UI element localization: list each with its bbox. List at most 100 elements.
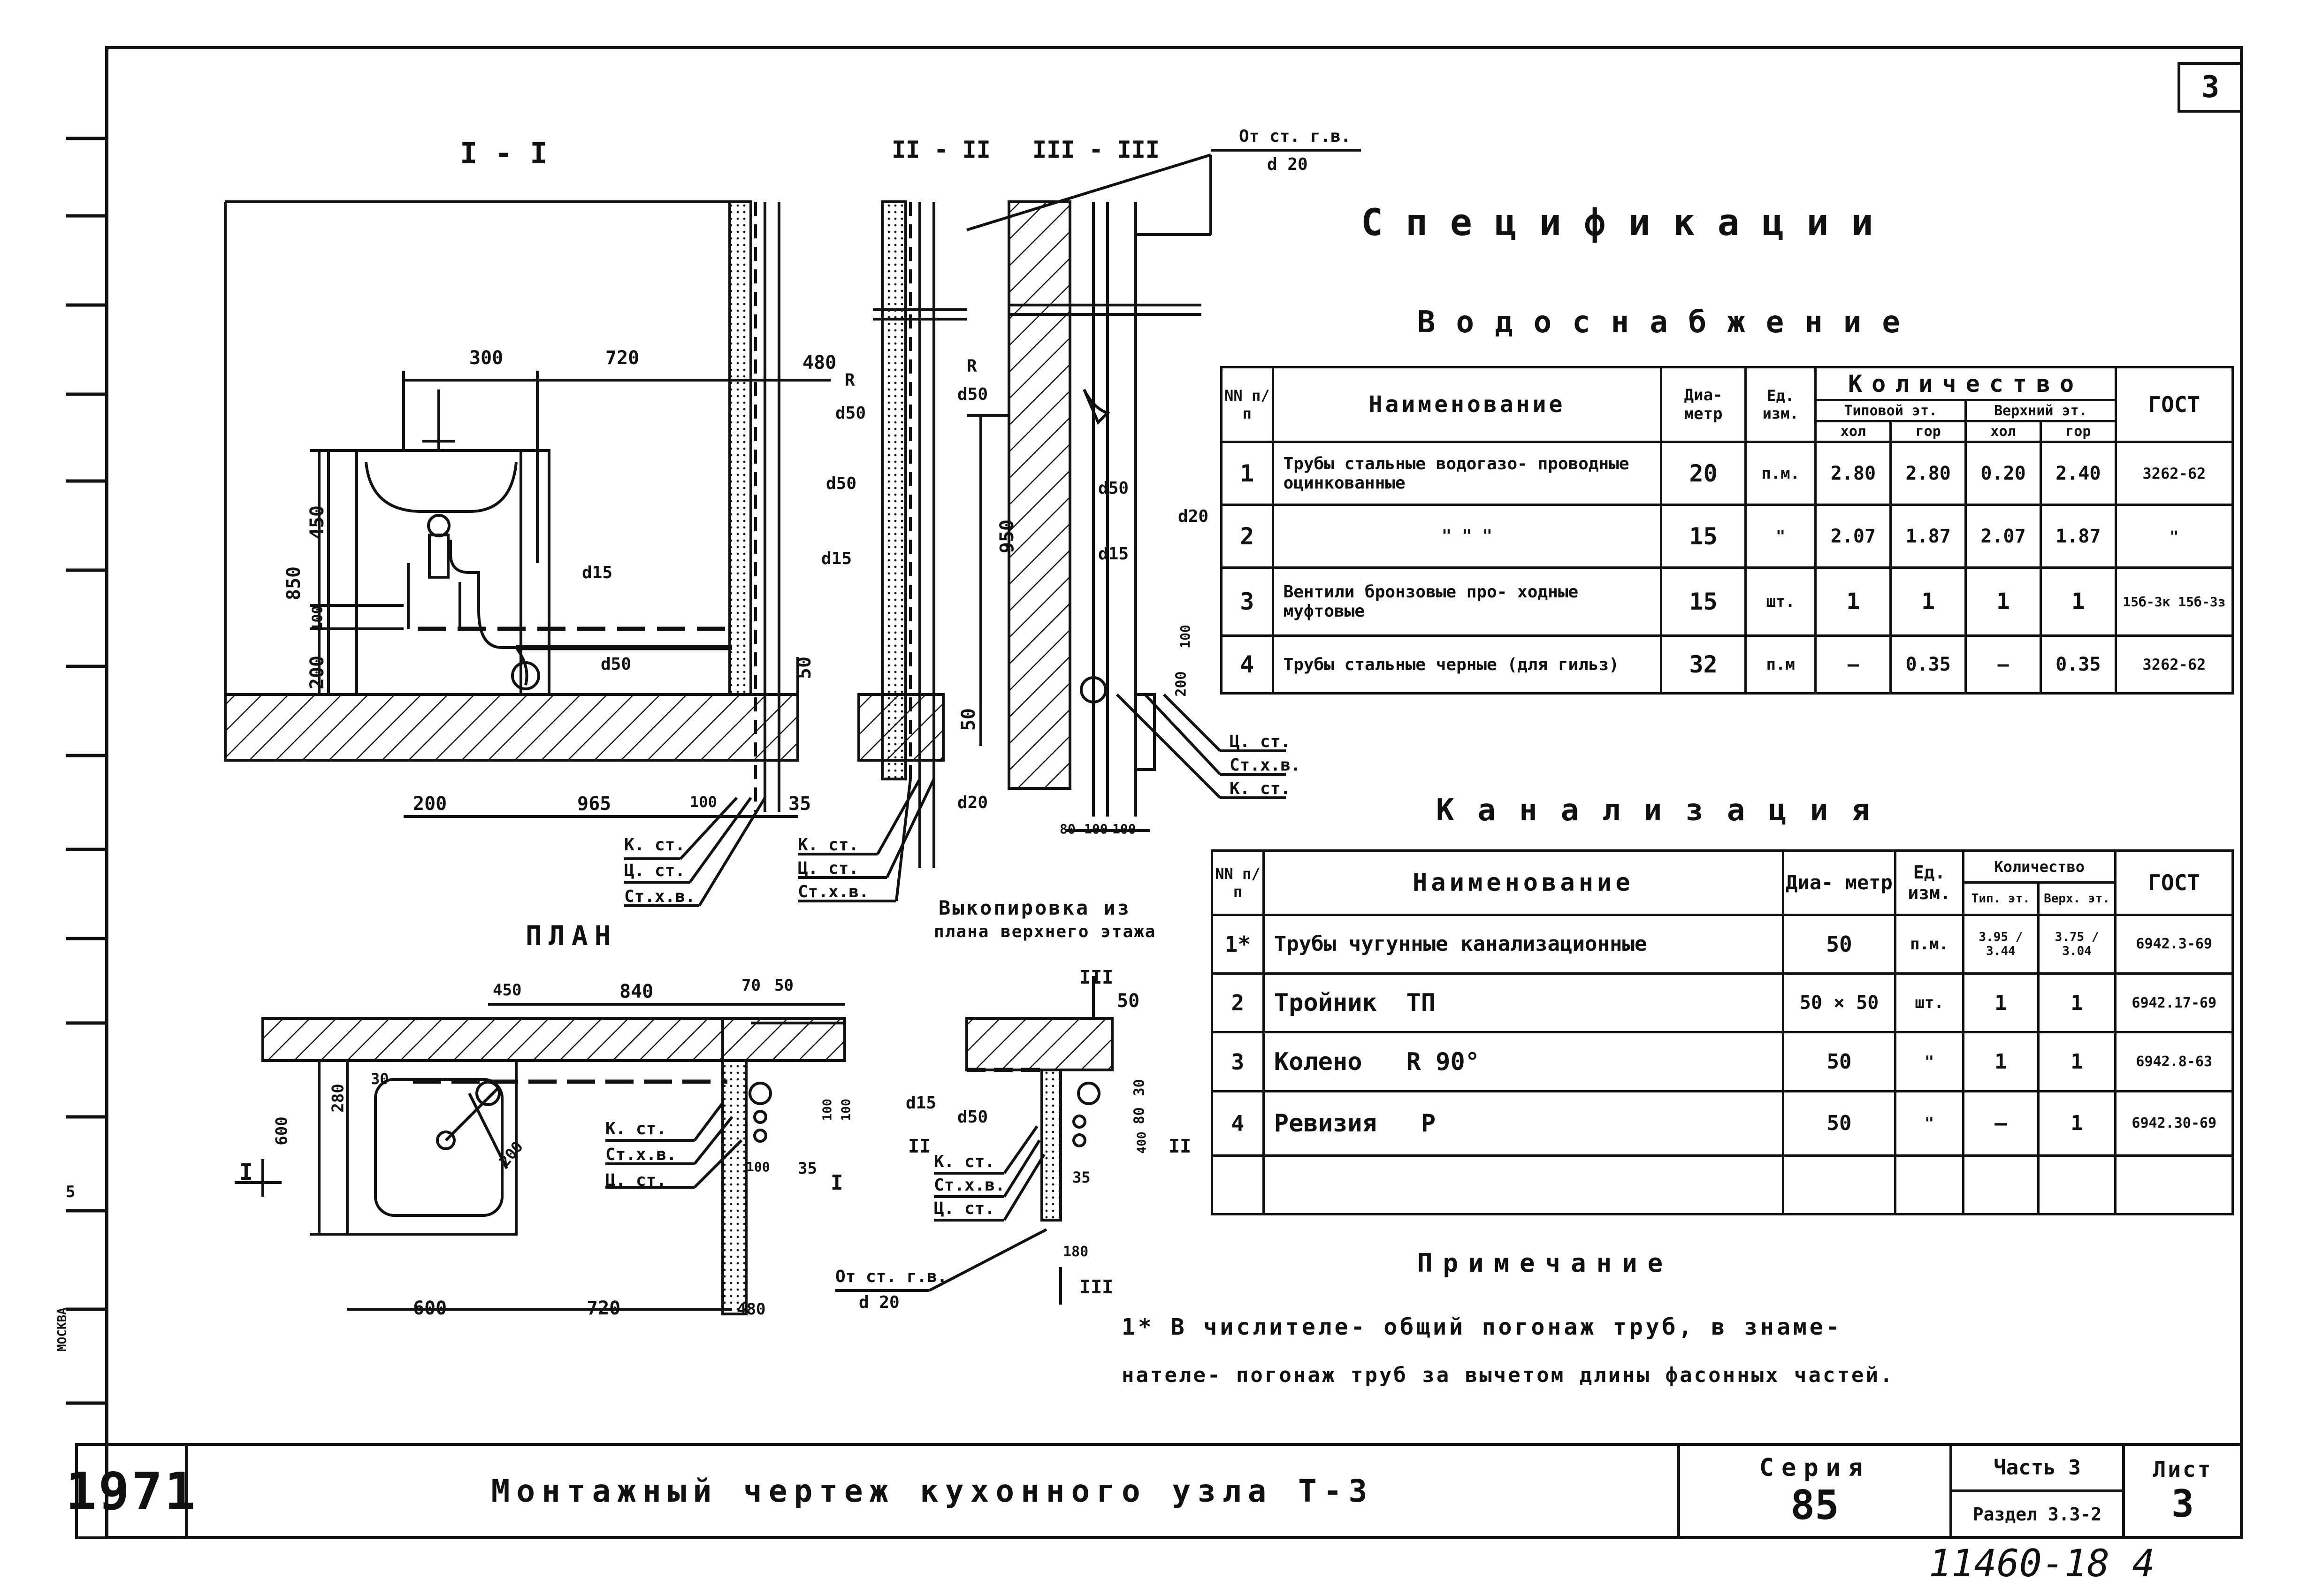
section-I-heading: I - I: [460, 136, 548, 170]
title-block-title: Монтажный чертеж кухонного узла Т-3: [185, 1443, 1680, 1539]
label-d15-2: d15: [821, 549, 852, 568]
label-tsst-3: Ц. ст.: [1230, 732, 1291, 751]
cell-d: 50: [1781, 1031, 1897, 1092]
dim-100: 100: [309, 605, 326, 631]
dim-80: 80: [1060, 821, 1076, 837]
cell-e: 1: [2039, 566, 2117, 637]
sewer-header-top: Верх. эт.: [2037, 881, 2117, 916]
cell-a: 1: [1962, 1031, 2040, 1092]
cell-d: 50: [1781, 913, 1897, 975]
plan-dim-100-b: 100: [820, 1099, 835, 1121]
dim-720: 720: [605, 347, 640, 369]
table-row: 4 Ревизия Р 50 " — 1 6942.30-69: [1211, 1090, 2234, 1157]
label-kst-5: К. ст.: [934, 1152, 995, 1171]
cell-d: 15: [1660, 566, 1747, 637]
cell-name: " " ": [1271, 504, 1663, 569]
label-d20-2: d20: [957, 793, 988, 812]
cell-a: 1: [1962, 972, 2040, 1034]
plan-dim-30: 30: [371, 1070, 389, 1088]
cell-g: 6942.17-69: [2114, 972, 2234, 1034]
copy-heading-line2: плана верхнего этажа: [934, 922, 1156, 941]
cell-d: 15: [1660, 504, 1747, 569]
plan-dim-100: 100: [746, 1159, 770, 1175]
plan-dim-100-c: 100: [839, 1099, 854, 1121]
title-block-part: Часть 3: [1949, 1443, 2125, 1492]
cell-e: 0.35: [2039, 634, 2117, 695]
cell-g: ": [2114, 504, 2234, 569]
label-kst-1: К. ст.: [624, 835, 686, 855]
label-R1: R: [845, 371, 855, 390]
plan-dim-600-b: 600: [413, 1298, 447, 1319]
dim-50: 50: [794, 656, 816, 680]
label-d50-6: d50: [957, 1107, 988, 1127]
water-header-name: Наименование: [1271, 366, 1663, 443]
plan-dim-50: 50: [774, 976, 794, 995]
dim-50-ii: 50: [958, 708, 980, 731]
cell-c: 0.20: [1964, 441, 2042, 506]
cell-n: 3: [1220, 566, 1274, 637]
cell-d: 32: [1660, 634, 1747, 695]
section-mark-III: III: [1079, 967, 1114, 988]
label-d20-3: d20: [1178, 507, 1209, 526]
cell-name: Колено R 90°: [1262, 1031, 1784, 1092]
margin-tag-5: 5: [66, 1183, 76, 1201]
label-tsst-4: Ц. ст.: [605, 1171, 667, 1190]
label-d50-1: d50: [835, 404, 866, 423]
note-title: Примечание: [1417, 1248, 1673, 1278]
water-header-gost: ГОСТ: [2114, 366, 2234, 443]
label-d15-1: d15: [582, 563, 613, 582]
dim-965: 965: [577, 793, 611, 815]
cell-name: Вентили бронзовые про- ходные муфтовые: [1271, 566, 1663, 637]
cell-b: 1: [2037, 972, 2117, 1034]
cell-a: 3.95 / 3.44: [1962, 913, 2040, 975]
cell-u: п.м.: [1894, 913, 1964, 975]
cell-name: Трубы чугунные канализационные: [1262, 913, 1784, 975]
plan-heading: ПЛАН: [526, 920, 618, 952]
cell-e: 1.87: [2039, 504, 2117, 569]
label-d20-top: d 20: [1267, 155, 1308, 174]
spec-title: Спецификации: [1361, 202, 1896, 244]
copy-dim-30: 30: [1131, 1079, 1148, 1096]
dim-35: 35: [788, 793, 811, 815]
water-header-qty: Количество: [1814, 366, 2117, 402]
label-stxv-2: Ст.х.в.: [798, 882, 869, 901]
label-stxv-1: Ст.х.в.: [624, 887, 695, 906]
cell-a: 1: [1814, 566, 1892, 637]
dim-480: 480: [802, 352, 837, 374]
cell-c: 1: [1964, 566, 2042, 637]
table-row: 1* Трубы чугунные канализационные 50 п.м…: [1211, 913, 2234, 975]
sewer-header-gost: ГОСТ: [2114, 849, 2234, 916]
water-header-top: Верхний эт.: [1964, 399, 2117, 422]
cell-name: Ревизия Р: [1262, 1090, 1784, 1157]
table-row: 3 Колено R 90° 50 " 1 1 6942.8-63: [1211, 1031, 2234, 1092]
cell-n: 2: [1220, 504, 1274, 569]
series-label: Серия: [1759, 1453, 1871, 1482]
water-header-hol-2: хол: [1964, 420, 2042, 443]
label-kst-4: К. ст.: [605, 1119, 667, 1138]
label-tsst-1: Ц. ст.: [624, 861, 686, 880]
sewer-title: Канализация: [1436, 793, 1893, 828]
cell-e: 2.40: [2039, 441, 2117, 506]
cell-a: —: [1962, 1090, 2040, 1157]
water-header-unit: Ед. изм.: [1744, 366, 1817, 443]
cell-u: шт.: [1894, 972, 1964, 1034]
label-tsst-2: Ц. ст.: [798, 859, 859, 878]
sewer-header-name: Наименование: [1262, 849, 1784, 916]
cell-g: 15б-3к 15б-3з: [2114, 566, 2234, 637]
label-d20-4: d 20: [859, 1293, 900, 1312]
sheet-label: Лист: [2153, 1457, 2213, 1482]
copy-dim-50: 50: [1117, 990, 1140, 1012]
plan-dim-840: 840: [619, 981, 654, 1002]
cell-n: 4: [1220, 634, 1274, 695]
note-line-1: 1* В числителе- общий погонаж труб, в зн…: [1122, 1314, 1842, 1340]
label-R2: R: [967, 357, 977, 376]
copy-dim-35: 35: [1072, 1168, 1091, 1186]
table-row: 2 Тройник ТП 50 × 50 шт. 1 1 6942.17-69: [1211, 972, 2234, 1034]
section-mark-I-2: I: [831, 1171, 843, 1195]
sheet-value: 3: [2171, 1482, 2194, 1526]
water-title: Водоснабжение: [1417, 305, 1921, 340]
cell-b: 2.80: [1889, 441, 1967, 506]
label-kst-3: К. ст.: [1230, 779, 1291, 798]
copy-dim-80: 80: [1131, 1107, 1148, 1124]
cell-u: ": [1744, 504, 1817, 569]
